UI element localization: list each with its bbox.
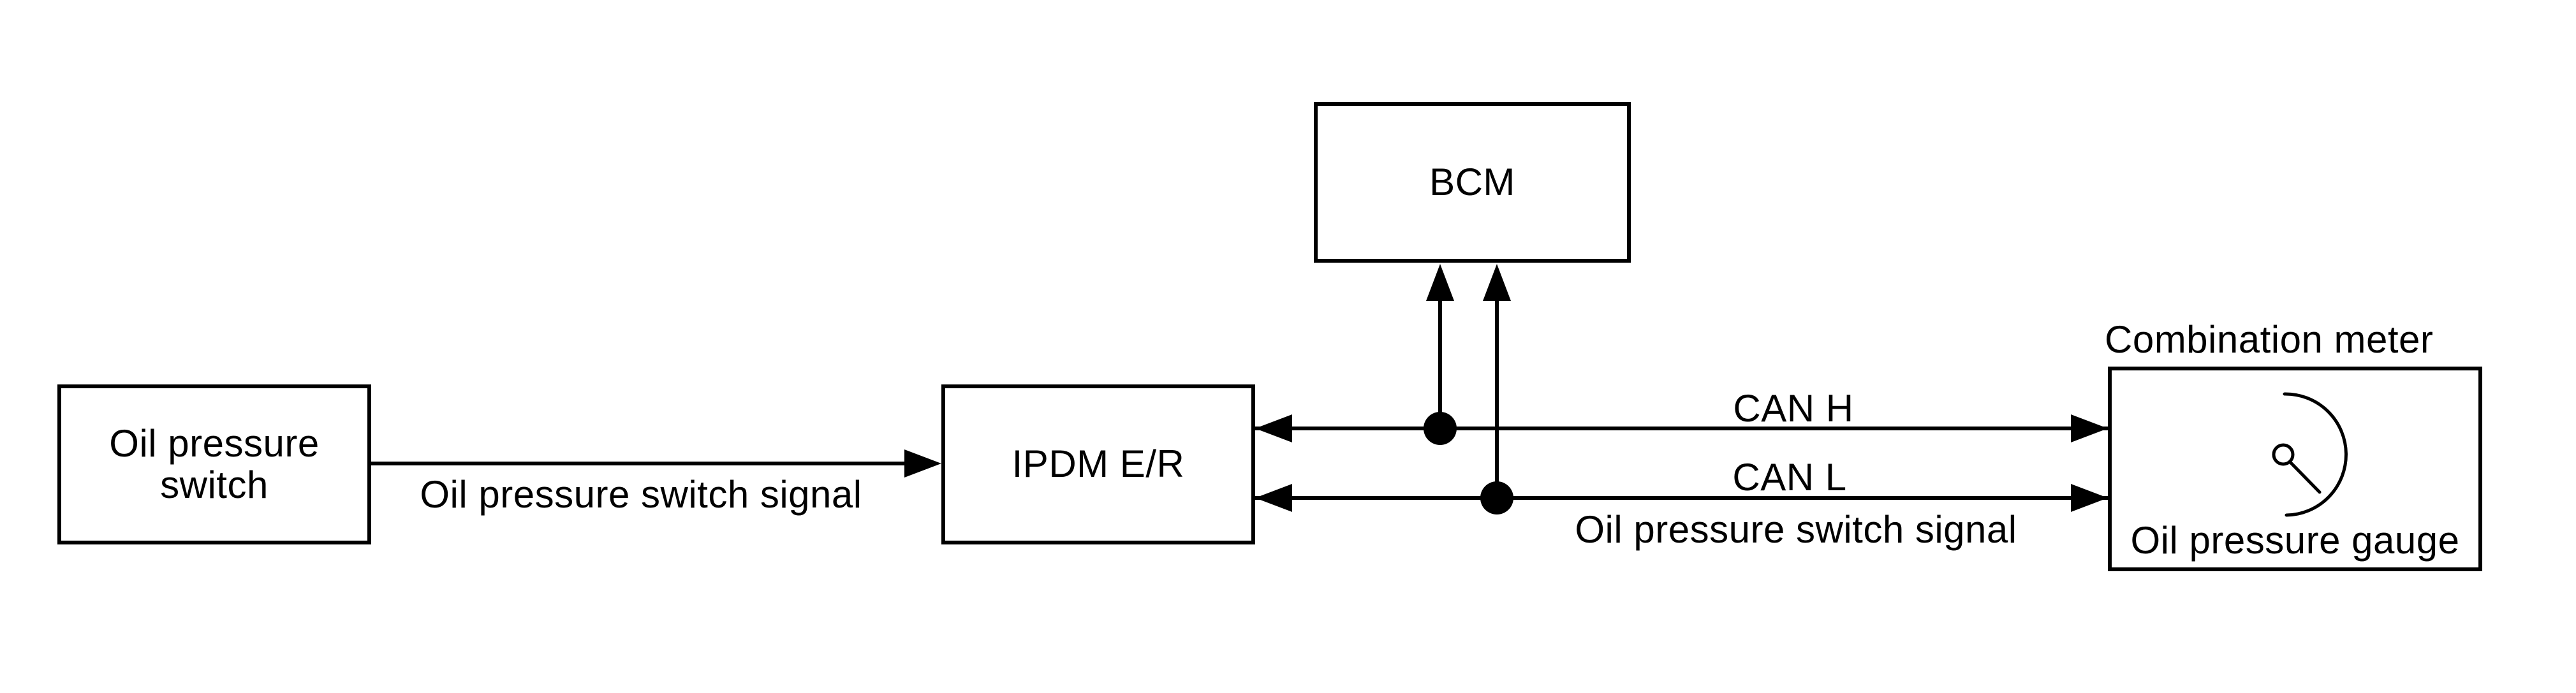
can-l-arrowhead-left-icon bbox=[1255, 484, 1292, 512]
can-l-label: CAN L bbox=[1732, 456, 1847, 499]
can-h-arrowhead-right-icon bbox=[2071, 414, 2108, 442]
can-h-arrowhead-left-icon bbox=[1255, 414, 1292, 442]
oil-pressure-gauge-label: Oil pressure gauge bbox=[2130, 519, 2460, 562]
oil-pressure-switch-label: Oil pressure switch bbox=[109, 421, 320, 506]
can-h-junction-dot bbox=[1424, 412, 1457, 445]
arrowhead-right-into-ipdm-icon bbox=[904, 449, 941, 478]
ipdm-er-label: IPDM E/R bbox=[1012, 442, 1185, 486]
bcm-label: BCM bbox=[1429, 160, 1515, 203]
combination-meter-title: Combination meter bbox=[2105, 318, 2434, 361]
oil-pressure-switch-box: Oil pressure switch bbox=[57, 384, 371, 544]
oil-pressure-switch-signal-label-left: Oil pressure switch signal bbox=[420, 473, 862, 516]
can-h-label: CAN H bbox=[1733, 387, 1854, 430]
bcm-box: BCM bbox=[1314, 102, 1631, 263]
bcm-arrowhead-up-right-icon bbox=[1483, 264, 1511, 301]
combination-meter-box: Oil pressure gauge bbox=[2108, 367, 2482, 571]
can-l-arrowhead-right-icon bbox=[2071, 484, 2108, 512]
can-l-junction-dot bbox=[1480, 481, 1513, 514]
ipdm-er-box: IPDM E/R bbox=[941, 384, 1255, 544]
bcm-arrowhead-up-left-icon bbox=[1426, 264, 1454, 301]
oil-pressure-switch-signal-label-right: Oil pressure switch signal bbox=[1575, 508, 2017, 551]
